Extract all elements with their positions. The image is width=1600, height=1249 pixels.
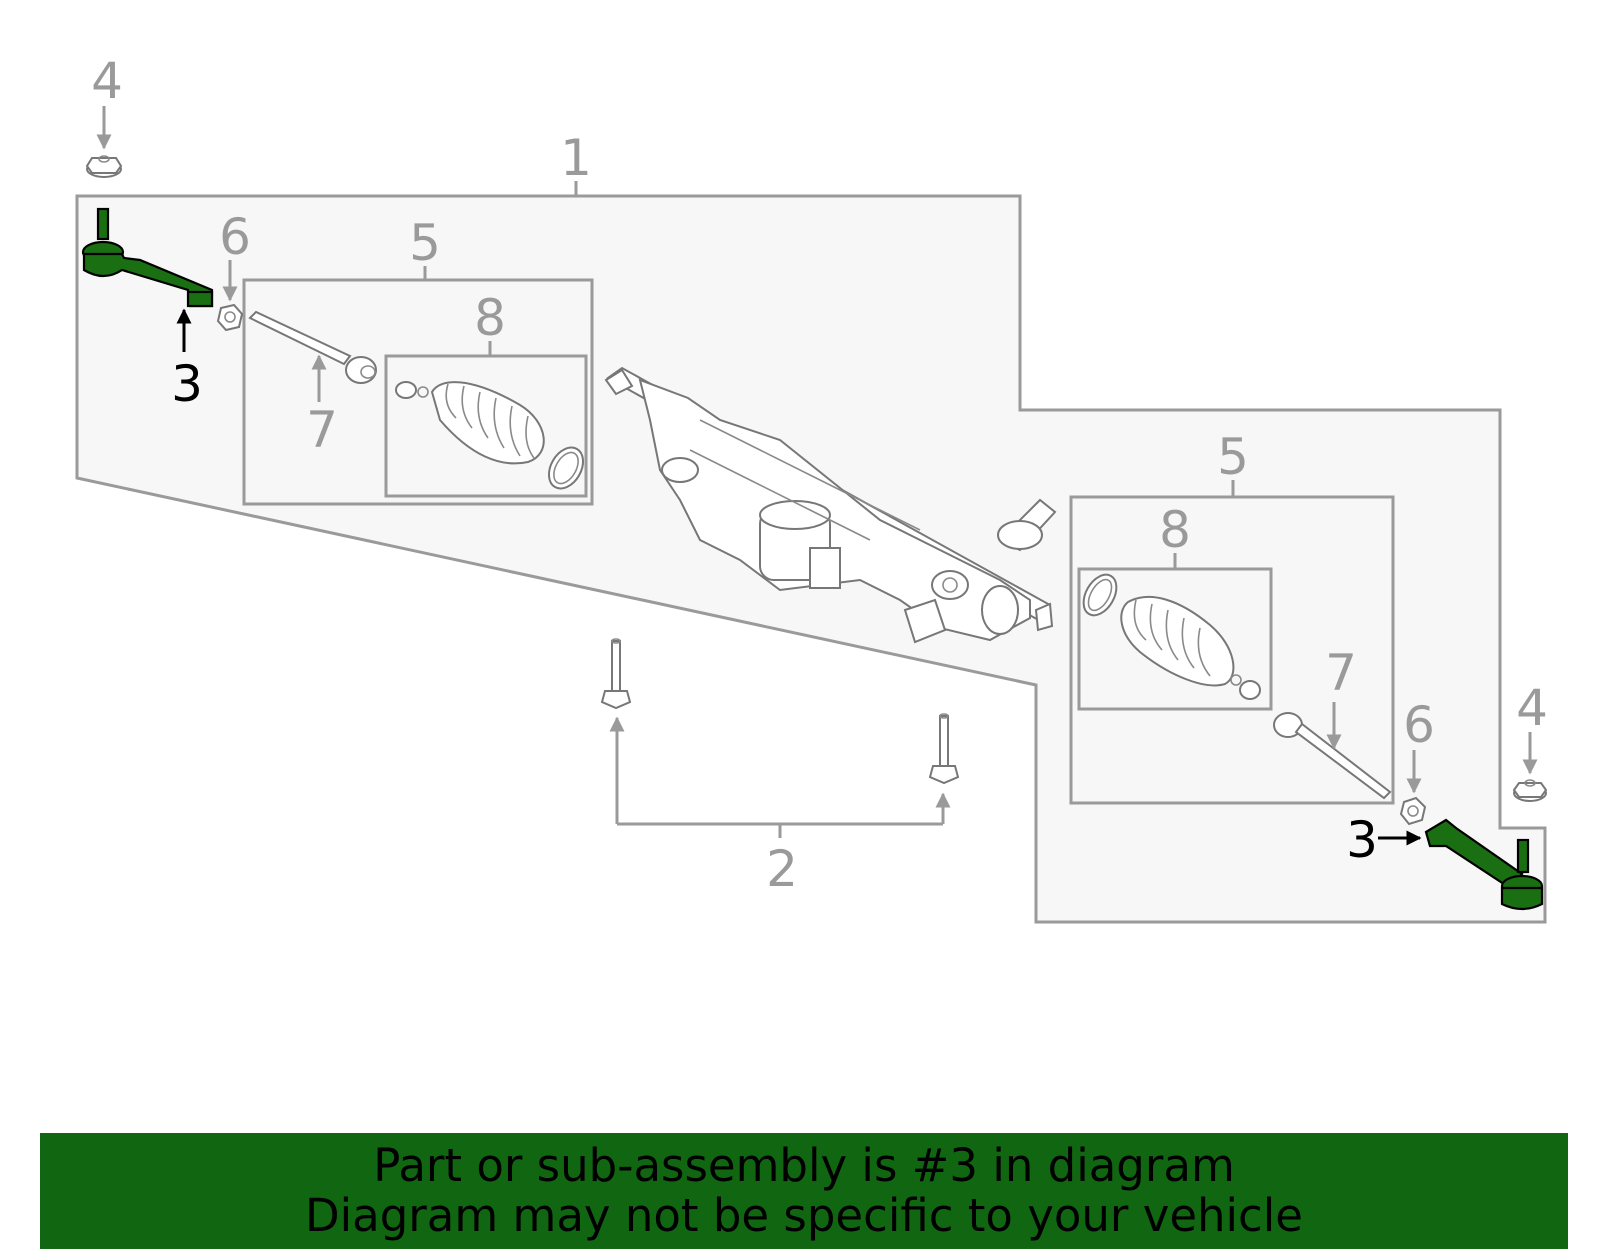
boot-icon xyxy=(395,381,585,490)
callout-6-right: 6 xyxy=(1403,696,1435,754)
tie-rod-end-right-highlight xyxy=(1424,818,1544,911)
callout-8-right: 8 xyxy=(1159,501,1191,559)
banner-line-2: Diagram may not be specific to your vehi… xyxy=(305,1189,1303,1242)
callout-3-left: 3 xyxy=(171,355,203,413)
info-banner: Part or sub-assembly is #3 in diagram Di… xyxy=(40,1133,1568,1249)
callout-5-right: 5 xyxy=(1217,428,1249,486)
callout-6-left: 6 xyxy=(219,208,251,266)
bolt-icon xyxy=(928,713,960,785)
callout-8-left: 8 xyxy=(474,289,506,347)
nut-icon xyxy=(85,155,123,178)
banner-line-1: Part or sub-assembly is #3 in diagram xyxy=(373,1139,1235,1192)
tie-rod-end-left-highlight xyxy=(81,207,214,308)
steering-gear-icon xyxy=(604,366,1057,644)
boot-icon xyxy=(1082,573,1261,700)
callout-7-left: 7 xyxy=(306,401,338,459)
callout-4-right: 4 xyxy=(1516,679,1548,737)
subassembly-box-5-left xyxy=(242,278,594,506)
inner-tie-rod-icon xyxy=(1273,712,1392,800)
nut-icon xyxy=(1512,779,1548,802)
callout-7-right: 7 xyxy=(1325,644,1357,702)
jam-nut-icon xyxy=(1399,796,1427,826)
inner-tie-rod-icon xyxy=(248,310,377,384)
callout-4-left: 4 xyxy=(91,52,123,110)
bolt-icon xyxy=(600,638,632,710)
callout-1: 1 xyxy=(560,129,592,187)
callout-5-left: 5 xyxy=(409,214,441,272)
callout-2: 2 xyxy=(766,840,798,898)
jam-nut-icon xyxy=(216,303,244,332)
subassembly-box-8-left xyxy=(384,354,588,498)
callout-3-right: 3 xyxy=(1346,811,1378,869)
